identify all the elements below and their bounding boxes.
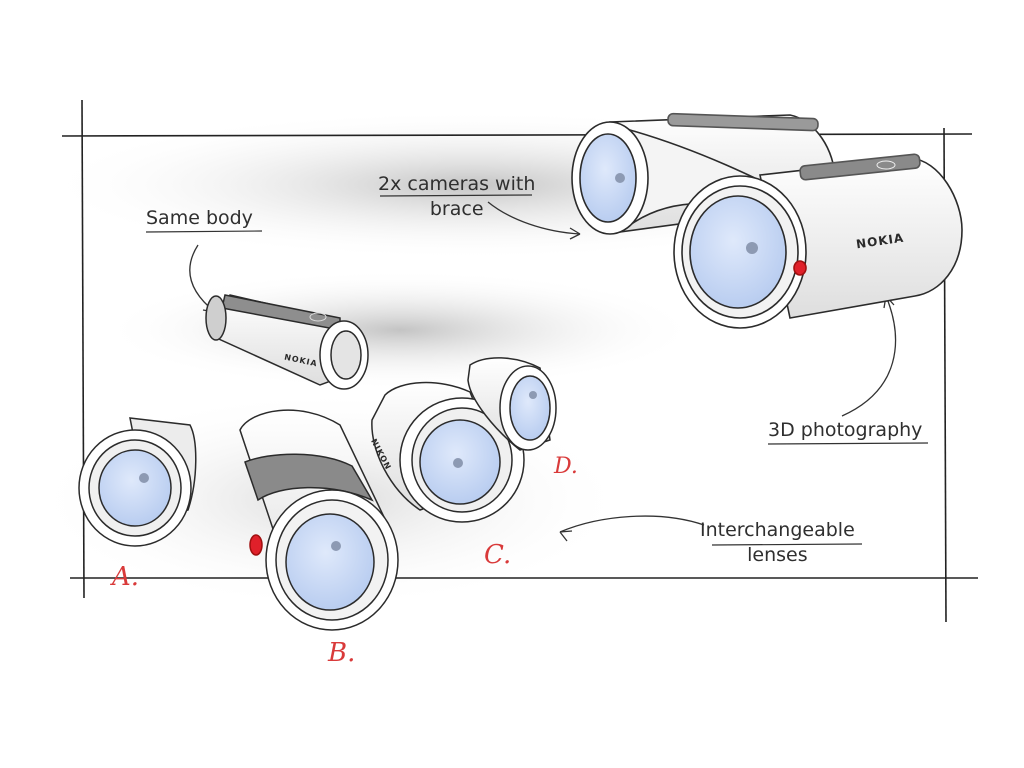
lens-c xyxy=(371,381,525,523)
note-cameras-line2: brace xyxy=(429,198,484,220)
arrow-3d xyxy=(841,295,897,417)
lens-label-c: C. xyxy=(484,540,512,570)
note-lenses-line2: lenses xyxy=(747,544,808,566)
note-photography-text: 3D photography xyxy=(768,419,923,441)
lens-label-a: A. xyxy=(112,562,140,592)
lens-label-d: D. xyxy=(554,454,578,479)
note-photography: 3D photography xyxy=(768,418,922,443)
note-lenses: Interchangeable lenses xyxy=(700,518,855,568)
arrow-cameras xyxy=(487,201,581,235)
note-underlines xyxy=(145,194,929,546)
note-same-body: Same body xyxy=(146,206,253,231)
note-cameras-line1: 2x cameras with xyxy=(378,173,536,195)
small-body xyxy=(205,294,369,390)
twin-camera xyxy=(571,112,963,329)
note-lenses-line1: Interchangeable xyxy=(700,519,855,541)
note-cameras: 2x cameras with brace xyxy=(378,172,535,222)
lens-d xyxy=(467,357,557,451)
note-same-body-text: Same body xyxy=(146,207,253,229)
lens-label-b: B. xyxy=(328,638,356,668)
arrow-lenses xyxy=(559,515,705,533)
lens-a xyxy=(78,417,197,547)
lens-b xyxy=(239,409,399,631)
shadow-middle xyxy=(100,270,700,390)
